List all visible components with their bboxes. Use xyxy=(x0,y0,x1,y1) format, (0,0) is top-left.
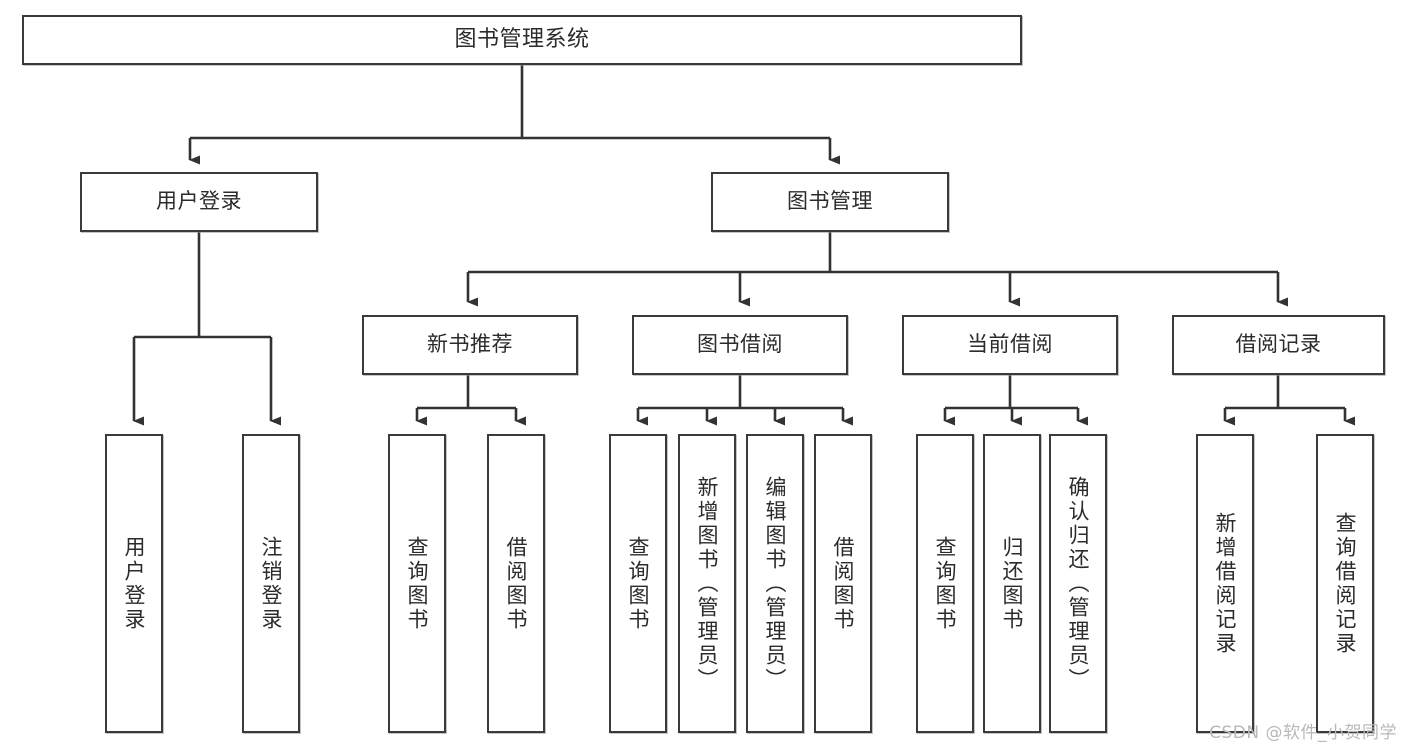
node-label: 查询图书 xyxy=(626,535,651,632)
leaf-borrow-book-recommend[interactable]: 借阅图书 xyxy=(487,434,545,733)
node-current-borrow[interactable]: 当前借阅 xyxy=(902,315,1118,375)
node-label: 编辑图书（管理员） xyxy=(763,475,788,692)
node-label: 用户登录 xyxy=(156,189,242,214)
leaf-return-book[interactable]: 归还图书 xyxy=(983,434,1041,733)
node-new-book-recommend[interactable]: 新书推荐 xyxy=(362,315,578,375)
leaf-confirm-return-admin[interactable]: 确认归还（管理员） xyxy=(1049,434,1107,733)
node-label: 图书管理 xyxy=(787,189,873,214)
node-book-manage[interactable]: 图书管理 xyxy=(711,172,949,232)
node-book-borrow[interactable]: 图书借阅 xyxy=(632,315,848,375)
leaf-user-login[interactable]: 用户登录 xyxy=(105,434,163,733)
node-label: 新增借阅记录 xyxy=(1213,511,1238,656)
node-label: 借阅图书 xyxy=(831,535,856,632)
node-label: 借阅记录 xyxy=(1235,332,1322,357)
node-label: 图书管理系统 xyxy=(454,26,590,52)
node-label: 查询借阅记录 xyxy=(1333,511,1358,656)
node-label: 新书推荐 xyxy=(427,332,513,357)
node-label: 查询图书 xyxy=(933,535,958,632)
leaf-edit-book-admin[interactable]: 编辑图书（管理员） xyxy=(746,434,804,733)
node-label: 注销登录 xyxy=(259,535,284,632)
node-label: 用户登录 xyxy=(122,535,147,632)
leaf-query-book-recommend[interactable]: 查询图书 xyxy=(388,434,446,733)
leaf-query-book-borrow[interactable]: 查询图书 xyxy=(609,434,667,733)
node-borrow-record[interactable]: 借阅记录 xyxy=(1172,315,1385,375)
leaf-add-book-admin[interactable]: 新增图书（管理员） xyxy=(678,434,736,733)
node-label: 当前借阅 xyxy=(967,332,1053,357)
node-label: 确认归还（管理员） xyxy=(1066,475,1091,692)
leaf-query-borrow-record[interactable]: 查询借阅记录 xyxy=(1316,434,1374,733)
leaf-query-book-current[interactable]: 查询图书 xyxy=(916,434,974,733)
leaf-logout[interactable]: 注销登录 xyxy=(242,434,300,733)
node-label: 图书借阅 xyxy=(697,332,783,357)
node-label: 归还图书 xyxy=(1000,535,1025,632)
node-label: 查询图书 xyxy=(405,535,430,632)
leaf-borrow-book[interactable]: 借阅图书 xyxy=(814,434,872,733)
node-user-login[interactable]: 用户登录 xyxy=(80,172,318,232)
csdn-watermark: CSDN @软件_小贺同学 xyxy=(1209,723,1397,743)
node-label: 借阅图书 xyxy=(504,535,529,632)
leaf-add-borrow-record[interactable]: 新增借阅记录 xyxy=(1196,434,1254,733)
node-label: 新增图书（管理员） xyxy=(695,475,720,692)
node-root-system[interactable]: 图书管理系统 xyxy=(22,15,1022,65)
